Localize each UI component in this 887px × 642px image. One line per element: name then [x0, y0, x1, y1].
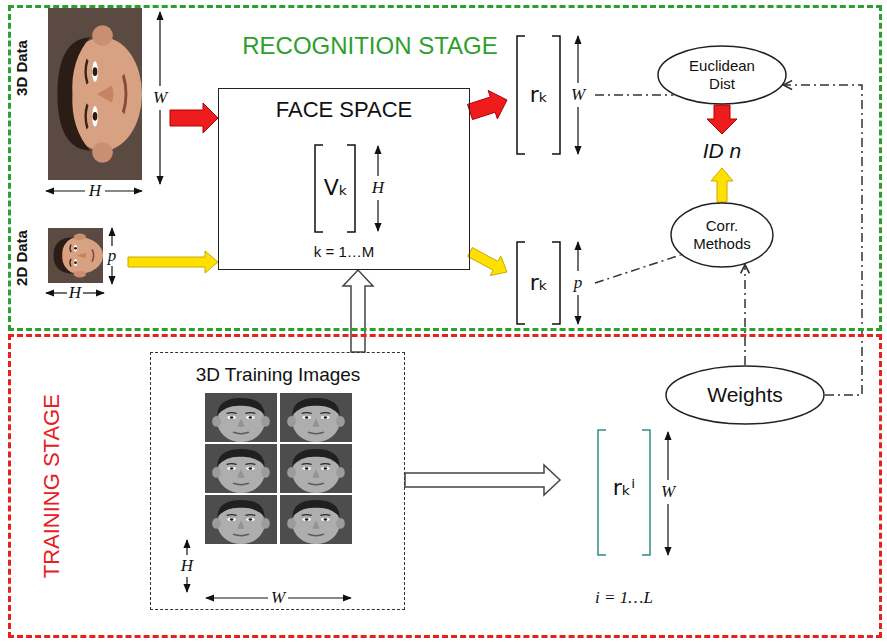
dimension-arrows	[46, 12, 668, 598]
block-arrow	[468, 248, 507, 276]
dimension-line	[667, 432, 668, 480]
face-photo	[205, 393, 277, 442]
data-input: 3D Data	[12, 8, 170, 188]
block-arrow	[128, 251, 218, 273]
dimension-line	[288, 597, 351, 598]
block-arrow	[468, 90, 508, 119]
block-arrow	[343, 270, 373, 352]
block-arrow	[707, 105, 737, 134]
dimension-label: p	[108, 246, 117, 266]
dimension-label: H	[181, 556, 193, 576]
face-photo	[280, 393, 352, 442]
dimension-line	[46, 292, 67, 293]
dash-dot-connector	[595, 94, 674, 96]
dimension-label: W	[271, 588, 285, 608]
result-id: ID n	[687, 134, 757, 168]
dash-dot-connector	[783, 85, 862, 395]
vector-symbol: rₖ	[530, 270, 548, 296]
stage-title: TRAINING STAGE	[39, 394, 65, 578]
dimension-label: p	[574, 273, 583, 293]
ellipse-outline	[658, 46, 786, 104]
dimension-label: i = 1…L	[595, 588, 653, 608]
dimension-line	[105, 190, 142, 191]
dimension-line	[186, 577, 187, 592]
dimension-line	[667, 504, 668, 555]
dimension-label: H	[69, 283, 81, 303]
box-title: FACE SPACE	[276, 97, 413, 123]
stage-region: 3D Data 2D Data Vₖ FACE SPACE k = 1…M rₖ rₖ Euc…	[8, 5, 882, 331]
face-image-2d	[48, 228, 103, 283]
dimension-label: W	[661, 482, 675, 502]
face-photo	[48, 8, 142, 180]
dimension-line	[159, 12, 160, 86]
dimension-line	[111, 228, 112, 246]
face-photo	[48, 228, 103, 283]
method-ellipse: Corr. Methods	[670, 202, 774, 268]
dimension-line	[377, 146, 378, 176]
method-ellipse: Euclidean Dist	[657, 45, 787, 105]
vector-bracket	[315, 145, 355, 232]
dimension-line	[377, 200, 378, 231]
input-label: 3D Data	[13, 40, 31, 96]
weights-ellipse: Weights	[665, 365, 825, 425]
method-label: Euclidean Dist	[680, 57, 764, 93]
dimension-line	[577, 107, 578, 154]
block-arrow	[405, 465, 560, 495]
dimension-line	[46, 190, 85, 191]
face-image-3d	[48, 8, 142, 180]
ellipse-outline	[666, 366, 824, 424]
dimension-line	[577, 242, 578, 271]
face-photo	[205, 444, 277, 493]
vector-bracket	[517, 36, 560, 154]
vector-symbol: Vₖ	[324, 175, 348, 201]
dimension-label: W	[571, 85, 585, 105]
dimension-line	[186, 540, 187, 555]
dimension-label: H	[372, 178, 384, 198]
face-photo	[280, 444, 352, 493]
dimension-label: W	[153, 88, 167, 108]
stage-region: 3D Training ImagesWeights rₖⁱ TRAINING STA…	[8, 334, 882, 638]
face-space-box: Vₖ FACE SPACE k = 1…M	[218, 88, 470, 270]
dimension-line	[159, 110, 160, 184]
vector-symbol: rₖ	[530, 82, 548, 108]
face-photo	[205, 495, 277, 544]
block-arrow	[170, 103, 218, 133]
vector-symbol: rₖⁱ	[613, 475, 635, 501]
result-label: ID n	[703, 138, 742, 163]
face-photo	[280, 495, 352, 544]
vector-bracket	[598, 430, 650, 555]
dimension-line	[111, 266, 112, 284]
dash-dot-connector	[595, 255, 681, 283]
box-title: 3D Training Images	[196, 364, 361, 387]
index-range: k = 1…M	[314, 243, 374, 261]
dimension-label: H	[89, 181, 101, 201]
block-arrow	[711, 168, 733, 202]
method-label: Corr. Methods	[687, 217, 757, 253]
ellipse-outline	[671, 203, 773, 267]
input-label: 2D Data	[13, 230, 31, 286]
method-label: Weights	[707, 382, 782, 407]
training-images	[205, 393, 352, 544]
dimension-line	[206, 597, 268, 598]
dimension-line	[577, 36, 578, 83]
dash-dot-connector	[744, 265, 746, 365]
vector-bracket	[517, 242, 560, 324]
stage-title: RECOGNITION STAGE	[242, 32, 498, 61]
dimension-line	[83, 292, 104, 293]
dimension-line	[577, 295, 578, 324]
